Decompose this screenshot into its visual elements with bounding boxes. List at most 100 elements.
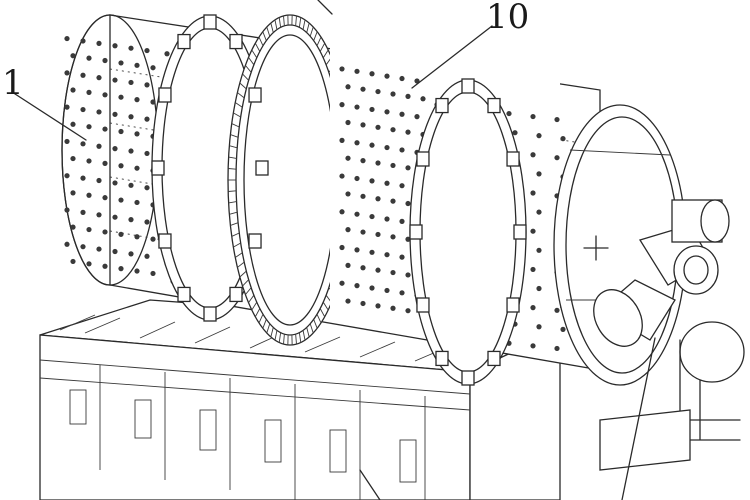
hole [369, 142, 375, 148]
gear-tooth [233, 112, 241, 118]
hole [530, 113, 536, 120]
hole [360, 265, 366, 271]
hole [345, 227, 351, 233]
hole [345, 155, 351, 161]
hole [345, 84, 351, 90]
clamp [435, 97, 449, 114]
clamp [158, 233, 172, 249]
hole [360, 229, 366, 235]
hole [554, 116, 560, 123]
gear-tooth [258, 314, 264, 324]
hole [530, 266, 536, 273]
hole [384, 252, 390, 258]
hole [536, 133, 542, 139]
hole [384, 109, 390, 115]
gear-tooth [322, 301, 329, 311]
hole [102, 263, 108, 269]
hole [102, 57, 108, 64]
hole [102, 229, 108, 235]
leader-line-bottom [621, 337, 656, 500]
gear-tooth [239, 82, 247, 90]
hole [369, 178, 375, 184]
clamp [487, 97, 501, 114]
gear-tooth [306, 327, 310, 338]
hole [399, 75, 405, 82]
hole [80, 38, 86, 44]
clamp [435, 350, 449, 367]
callout-label-10: 10 [486, 0, 530, 37]
hole [112, 77, 118, 83]
gear-tooth [295, 15, 297, 26]
hole [96, 40, 102, 46]
hole [86, 89, 92, 95]
hole [128, 45, 134, 51]
hole [102, 160, 108, 166]
gear-tooth [283, 334, 285, 345]
hole [369, 213, 375, 220]
hole [354, 68, 360, 74]
hole [134, 199, 140, 206]
hole [80, 244, 86, 250]
callout-label-1: 1 [2, 63, 24, 103]
clamp [203, 306, 217, 322]
hole [150, 65, 156, 71]
hole [64, 241, 70, 247]
hole [360, 193, 366, 199]
clamp [461, 370, 475, 386]
drive-assembly [593, 199, 745, 471]
gear-tooth [242, 279, 249, 287]
clamp [177, 286, 191, 303]
hole [512, 130, 518, 136]
hole [128, 182, 134, 188]
hole [339, 173, 345, 179]
gear-tooth [302, 330, 306, 341]
gear-tooth [231, 232, 240, 237]
hole [339, 102, 345, 108]
clamp [229, 33, 243, 50]
hole [70, 53, 76, 59]
gear-tooth [228, 201, 237, 204]
hole [64, 207, 70, 213]
hole [414, 114, 420, 120]
hole [96, 212, 102, 218]
ring-clamps [151, 14, 527, 386]
clamp [158, 87, 172, 103]
hole [70, 155, 76, 162]
hole [375, 303, 381, 309]
clamp [416, 297, 430, 313]
hole [118, 60, 124, 66]
hole [360, 158, 366, 164]
hole [375, 267, 381, 273]
hole [375, 124, 381, 130]
gear-tooth [306, 22, 310, 33]
gear-tooth [316, 314, 322, 324]
hole [354, 140, 360, 146]
hole [536, 247, 542, 253]
hole [390, 269, 396, 276]
support-ring-right [409, 79, 527, 385]
hole [128, 251, 134, 257]
gear-tooth [248, 294, 255, 303]
hole [134, 97, 140, 103]
hole [150, 236, 156, 242]
gear-tooth [295, 334, 297, 345]
hole [70, 87, 76, 93]
hole [64, 104, 70, 110]
gear-tooth [245, 65, 252, 73]
gear-tooth [228, 156, 237, 159]
hole [112, 248, 118, 255]
hole [80, 141, 86, 147]
hole [390, 198, 396, 204]
hole [64, 173, 70, 179]
hole [345, 298, 351, 304]
hole [405, 272, 411, 278]
gear-tooth [313, 319, 318, 329]
hole [102, 92, 108, 98]
hole [554, 155, 560, 161]
hole [339, 244, 345, 251]
hole [405, 129, 411, 135]
hole [134, 234, 140, 240]
hole [86, 226, 92, 233]
hole [414, 78, 420, 84]
